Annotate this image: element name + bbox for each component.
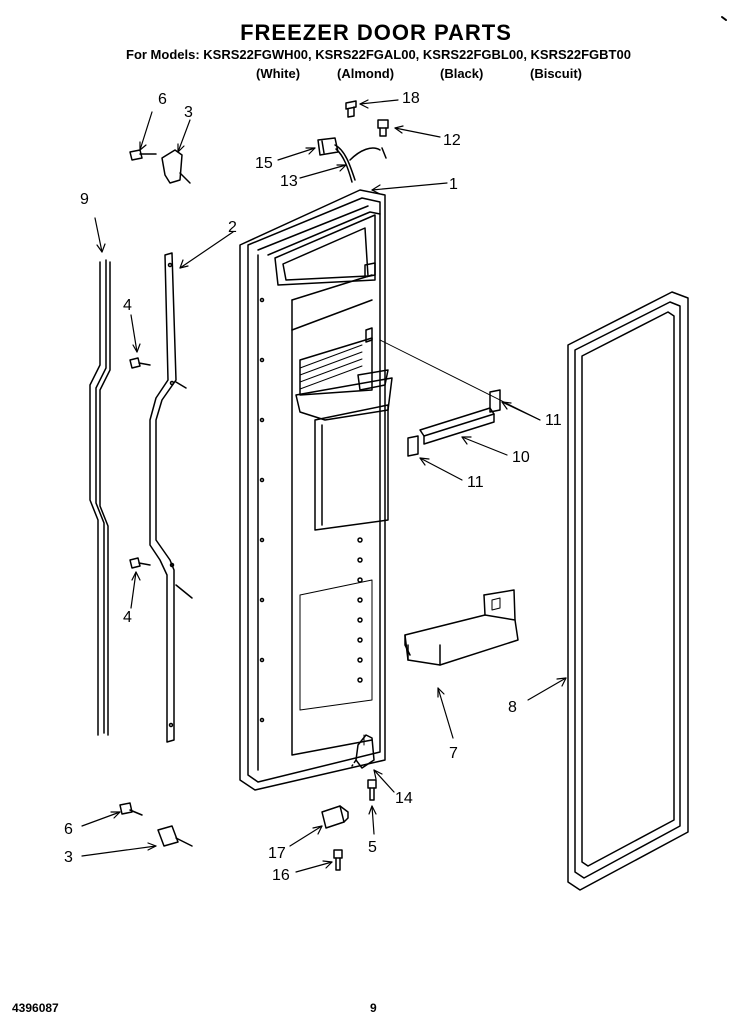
callout-3-bottom: 3 xyxy=(64,849,73,866)
callout-2: 2 xyxy=(228,219,237,236)
part-4-screw-upper xyxy=(129,357,151,369)
part-15-wire-connector xyxy=(317,137,387,183)
part-8-door-gasket xyxy=(567,291,689,891)
callout-1: 1 xyxy=(449,176,458,193)
callout-17: 17 xyxy=(268,845,286,862)
color-almond: (Almond) xyxy=(337,66,395,81)
part-2-hinge-channel xyxy=(149,252,193,743)
callout-5: 5 xyxy=(368,839,377,856)
part-14-hinge-pin xyxy=(351,734,375,769)
part-4-screw-lower xyxy=(129,557,151,569)
leader-lines xyxy=(81,99,567,873)
part-16-screw xyxy=(333,849,343,871)
part-17-bracket xyxy=(321,805,349,829)
callout-18: 18 xyxy=(402,90,420,107)
callout-8: 8 xyxy=(508,699,517,716)
part-6-screw-bottom xyxy=(119,802,143,816)
color-white: (White) xyxy=(256,66,301,81)
callout-11-lower: 11 xyxy=(467,474,484,491)
part-3-hinge-top xyxy=(161,149,191,184)
corner-mark xyxy=(721,16,727,21)
callout-10: 10 xyxy=(512,449,530,466)
callout-4-lower: 4 xyxy=(123,609,132,626)
page-title: FREEZER DOOR PARTS xyxy=(240,20,512,45)
part-11-rail-end-right xyxy=(489,389,501,413)
page-number: 9 xyxy=(370,1001,377,1015)
callout-15: 15 xyxy=(255,155,273,172)
part-18-plug xyxy=(345,100,357,118)
part-1-freezer-door xyxy=(239,189,393,791)
callout-11-upper: 11 xyxy=(545,412,562,429)
callout-3-top: 3 xyxy=(184,104,193,121)
models-line: For Models: KSRS22FGWH00, KSRS22FGAL00, … xyxy=(126,47,631,62)
callout-4-upper: 4 xyxy=(123,297,132,314)
color-black: (Black) xyxy=(440,66,484,81)
part-9-gasket-strip xyxy=(89,259,111,736)
callout-6-bottom: 6 xyxy=(64,821,73,838)
part-3-hinge-bottom xyxy=(157,825,193,847)
part-11-rail-end-left xyxy=(407,435,419,457)
callout-13: 13 xyxy=(280,173,298,190)
doc-number: 4396087 xyxy=(12,1001,59,1015)
callout-12: 12 xyxy=(443,132,461,149)
part-12-screw xyxy=(377,119,389,137)
part-7-door-bin xyxy=(404,589,519,666)
callout-7: 7 xyxy=(449,745,458,762)
part-5-screw xyxy=(367,779,377,801)
callout-14: 14 xyxy=(395,790,413,807)
callout-9: 9 xyxy=(80,191,89,208)
callout-16: 16 xyxy=(272,867,290,884)
color-biscuit: (Biscuit) xyxy=(530,66,582,81)
part-10-slide-rail xyxy=(419,407,495,445)
part-6-screw-top xyxy=(129,149,157,161)
callout-6-top: 6 xyxy=(158,91,167,108)
